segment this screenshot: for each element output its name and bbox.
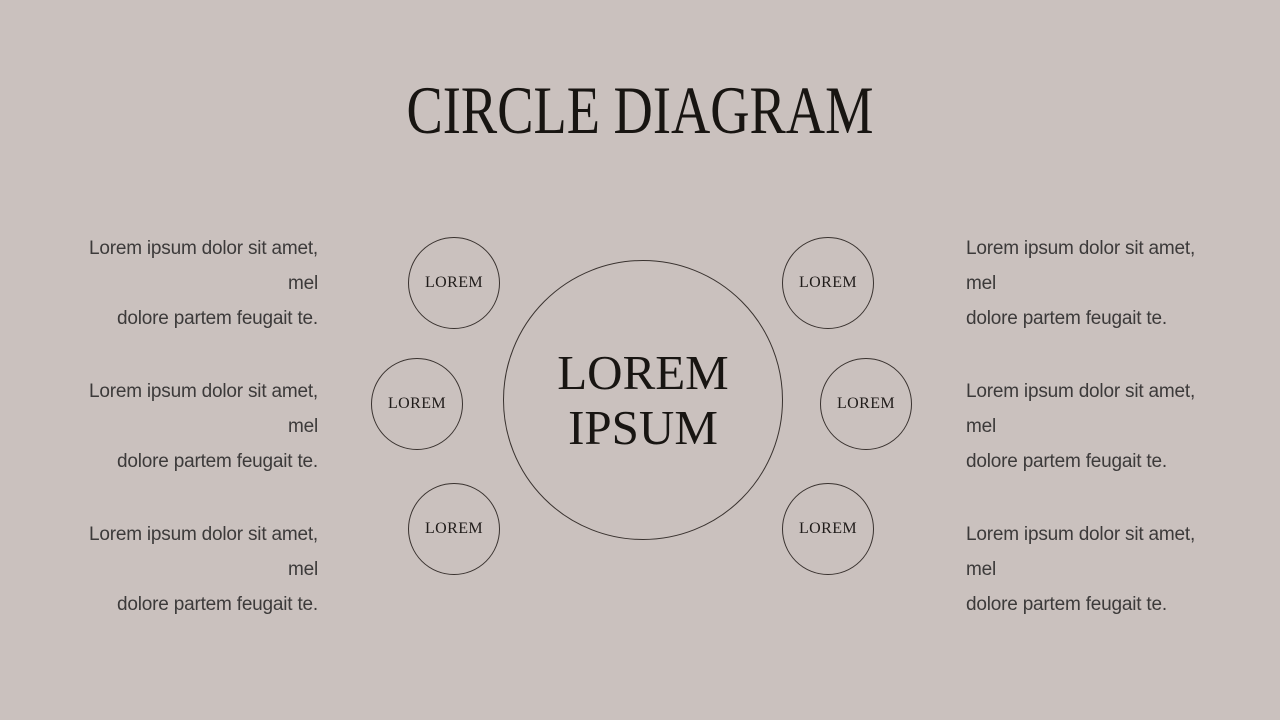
text-line: Lorem ipsum dolor sit amet, mel — [966, 238, 1196, 294]
satellite-circle-top-right: LOREM — [782, 237, 874, 329]
text-line: dolore partem feugait te. — [117, 308, 318, 329]
text-line: dolore partem feugait te. — [966, 308, 1167, 329]
text-block-left-top: Lorem ipsum dolor sit amet, mel dolore p… — [56, 231, 318, 336]
center-label-line-1: LOREM — [557, 345, 729, 400]
text-line: dolore partem feugait te. — [966, 451, 1167, 472]
center-label-line-2: IPSUM — [568, 400, 718, 455]
text-line: Lorem ipsum dolor sit amet, mel — [966, 381, 1196, 437]
text-line: dolore partem feugait te. — [117, 451, 318, 472]
satellite-label: LOREM — [799, 520, 857, 537]
text-line: Lorem ipsum dolor sit amet, mel — [88, 524, 318, 580]
text-line: Lorem ipsum dolor sit amet, mel — [88, 381, 318, 437]
satellite-label: LOREM — [837, 395, 895, 412]
satellite-circle-bottom-left: LOREM — [408, 483, 500, 575]
satellite-circle-top-left: LOREM — [408, 237, 500, 329]
text-line: dolore partem feugait te. — [117, 594, 318, 615]
slide-title: CIRCLE DIAGRAM — [406, 72, 874, 148]
text-line: Lorem ipsum dolor sit amet, mel — [966, 524, 1196, 580]
satellite-circle-middle-right: LOREM — [820, 358, 912, 450]
satellite-circle-bottom-right: LOREM — [782, 483, 874, 575]
text-block-left-middle: Lorem ipsum dolor sit amet, mel dolore p… — [56, 374, 318, 479]
satellite-circle-middle-left: LOREM — [371, 358, 463, 450]
satellite-label: LOREM — [799, 274, 857, 291]
text-line: Lorem ipsum dolor sit amet, mel — [88, 238, 318, 294]
text-block-right-bottom: Lorem ipsum dolor sit amet, mel dolore p… — [966, 517, 1228, 622]
satellite-label: LOREM — [388, 395, 446, 412]
center-circle: LOREM IPSUM — [503, 260, 783, 540]
satellite-label: LOREM — [425, 520, 483, 537]
center-circle-label: LOREM IPSUM — [557, 345, 729, 455]
text-block-right-middle: Lorem ipsum dolor sit amet, mel dolore p… — [966, 374, 1228, 479]
text-block-left-bottom: Lorem ipsum dolor sit amet, mel dolore p… — [56, 517, 318, 622]
text-block-right-top: Lorem ipsum dolor sit amet, mel dolore p… — [966, 231, 1228, 336]
text-line: dolore partem feugait te. — [966, 594, 1167, 615]
satellite-label: LOREM — [425, 274, 483, 291]
